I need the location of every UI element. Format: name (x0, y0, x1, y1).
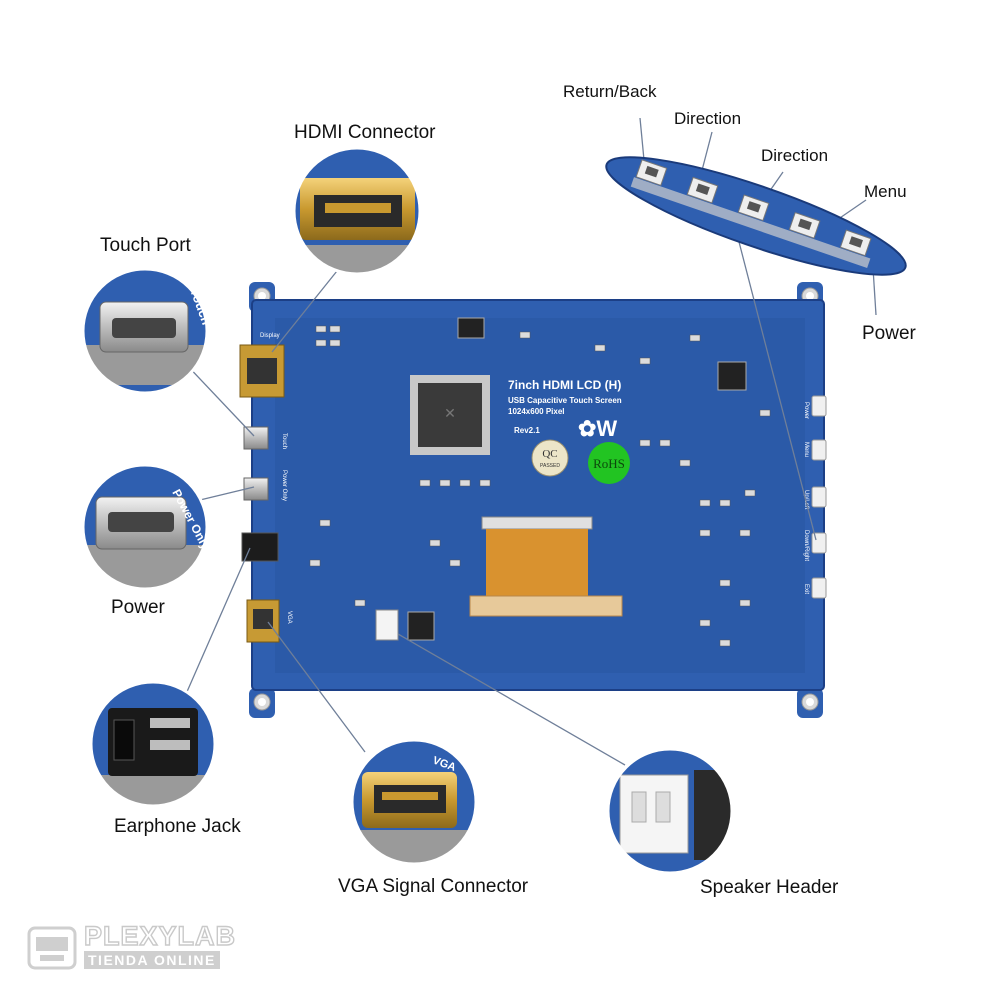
silk-power-only: Power Only (281, 470, 287, 501)
rohs-sticker: RoHS (588, 442, 630, 484)
waveshare-logo: ✿W (578, 416, 617, 441)
ic-chip (407, 611, 435, 641)
label-menu: Menu (864, 182, 907, 201)
board-resolution: 1024x600 Pixel (508, 407, 565, 416)
hdmi-port (239, 344, 285, 398)
plexylab-logo-icon (27, 926, 77, 970)
earphone-jack-port (241, 532, 279, 562)
vga-zoom-circle: VGA (350, 738, 478, 866)
silk-touch: Touch (281, 433, 287, 449)
label-earphone-jack: Earphone Jack (114, 816, 241, 837)
plexylab-watermark: PLEXYLAB TIENDA ONLINE (26, 920, 246, 975)
label-vga-signal-connector: VGA Signal Connector (338, 876, 529, 897)
svg-text:✕: ✕ (444, 405, 456, 421)
label-touch-port: Touch Port (100, 235, 191, 256)
watermark-brand: PLEXYLAB (83, 920, 237, 951)
power-port-zoom-circle: Power Only (81, 463, 209, 591)
board-revision: Rev2.1 (514, 426, 540, 435)
return-back-button (635, 159, 668, 186)
smd-components (309, 325, 771, 647)
silk-exit: Exit (803, 584, 809, 594)
touch-usb-port (243, 426, 269, 450)
svg-text:RoHS: RoHS (593, 456, 625, 471)
ic-chip (457, 317, 485, 339)
mounting-hole (249, 688, 275, 718)
menu-button (788, 211, 821, 239)
ic-chip (717, 361, 747, 391)
board-subtitle: USB Capacitive Touch Screen (508, 396, 622, 405)
label-power-button: Power (862, 323, 916, 344)
fpc-flex-cable (469, 516, 623, 617)
watermark-tagline: TIENDA ONLINE (84, 951, 220, 969)
svg-text:PASSED: PASSED (540, 463, 560, 469)
qc-sticker: QC PASSED (531, 439, 569, 477)
silk-menu: Menu (803, 442, 809, 457)
mounting-hole (797, 688, 823, 718)
label-hdmi-connector: HDMI Connector (294, 122, 436, 143)
board-side-buttons (811, 395, 827, 599)
svg-text:QC: QC (542, 448, 557, 460)
vga-port (246, 599, 280, 643)
silk-power: Power (803, 402, 809, 419)
earphone-jack-zoom-circle (89, 680, 217, 808)
main-controller-chip: ✕ (410, 375, 490, 455)
silk-display: Display (260, 333, 280, 339)
silk-down-right: Down/Right (803, 530, 809, 561)
lcd-driver-board: ✕ 7inch HDMI LCD (H) USB Capacitive Touc… (239, 282, 827, 718)
direction-button (686, 176, 719, 204)
button-strip-closeup (605, 156, 907, 276)
touch-port-zoom-circle: Touch (81, 267, 209, 395)
silk-vga: VGA (286, 611, 292, 624)
label-power: Power (111, 597, 165, 618)
label-speaker-header: Speaker Header (700, 877, 839, 898)
speaker-header-port (375, 609, 399, 641)
label-return-back: Return/Back (563, 82, 657, 101)
direction-button (737, 194, 770, 222)
power-button (839, 229, 872, 257)
hdmi-zoom-circle (292, 146, 422, 276)
board-title: 7inch HDMI LCD (H) (508, 378, 621, 392)
speaker-header-zoom-circle (606, 747, 734, 875)
label-direction-1: Direction (674, 109, 742, 128)
label-direction-2: Direction (761, 146, 829, 165)
